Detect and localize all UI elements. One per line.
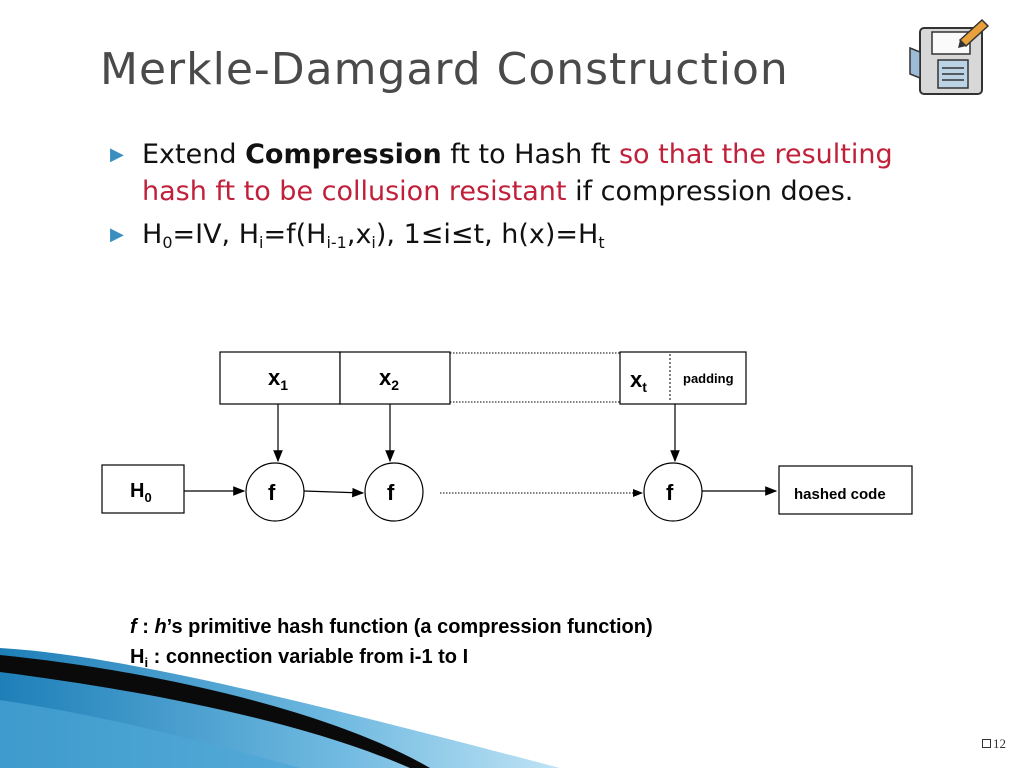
label-xt: xt bbox=[630, 367, 647, 395]
label-h0: H0 bbox=[130, 480, 152, 505]
formula-text: =IV, H bbox=[172, 219, 260, 250]
legend-line-1: f : h’s primitive hash function (a compr… bbox=[130, 612, 653, 642]
legend-f: f bbox=[130, 616, 137, 638]
bullet-arrow-icon: ▶ bbox=[110, 224, 124, 245]
bullet-list: ▶ Extend Compression ft to Hash ft so th… bbox=[110, 136, 910, 259]
label-f3: f bbox=[666, 480, 674, 505]
page-number-text: 12 bbox=[993, 736, 1006, 751]
bullet-item-1: ▶ Extend Compression ft to Hash ft so th… bbox=[110, 136, 910, 210]
arrow-f1-f2 bbox=[303, 487, 365, 498]
circle-f1 bbox=[245, 462, 305, 522]
page-number: 12 bbox=[982, 736, 1006, 752]
formula-sub: 0 bbox=[162, 233, 173, 252]
formula-sub: i bbox=[259, 233, 264, 252]
bullet-text: ft to Hash ft bbox=[441, 139, 619, 170]
legend-text: ’s primitive hash function (a compressio… bbox=[166, 616, 653, 638]
label-f2: f bbox=[387, 480, 395, 505]
bullet-bold-term: Compression bbox=[245, 139, 442, 170]
legend: f : h’s primitive hash function (a compr… bbox=[130, 612, 653, 672]
legend-text: : connection variable from i-1 to I bbox=[148, 646, 469, 668]
bullet-text: Extend bbox=[142, 139, 246, 170]
formula-sub: i-1 bbox=[326, 233, 347, 252]
label-padding: padding bbox=[683, 371, 734, 386]
formula-text: ), 1≤i≤t, h(x)=H bbox=[375, 219, 599, 250]
box-hashed-code bbox=[778, 465, 913, 515]
label-x2: x2 bbox=[379, 365, 399, 393]
bullet-arrow-icon: ▶ bbox=[110, 144, 124, 165]
bullet-highlight: so that the resulting hash ft to be coll… bbox=[142, 139, 893, 207]
block-xt bbox=[619, 351, 747, 405]
legend-sub: i bbox=[144, 655, 149, 670]
slide-title: Merkle-Damgard Construction bbox=[100, 44, 789, 95]
circle-f2 bbox=[364, 462, 424, 522]
legend-text: H bbox=[130, 646, 145, 668]
formula-sub: i bbox=[371, 233, 376, 252]
legend-text: : bbox=[136, 616, 155, 638]
label-hashed-code: hashed code bbox=[794, 486, 886, 503]
label-f1: f bbox=[268, 480, 276, 505]
square-bullet-icon bbox=[982, 739, 991, 748]
block-x1 bbox=[219, 351, 341, 405]
legend-line-2: Hi : connection variable from i-1 to I bbox=[130, 642, 653, 672]
circle-f3 bbox=[643, 462, 703, 522]
formula-text: ,x bbox=[346, 219, 372, 250]
legend-h: h bbox=[154, 616, 167, 638]
floppy-disk-clipart-icon bbox=[909, 18, 990, 95]
bullet-item-2: ▶ H0=IV, Hi=f(Hi-1,xi), 1≤i≤t, h(x)=Ht bbox=[110, 216, 910, 253]
formula-text: H bbox=[142, 219, 163, 250]
box-h0 bbox=[101, 464, 185, 514]
label-x1: x1 bbox=[268, 365, 288, 393]
formula-text: =f(H bbox=[263, 219, 327, 250]
formula-sub: t bbox=[598, 233, 605, 252]
block-x2 bbox=[339, 351, 451, 405]
bullet-text: if compression does. bbox=[566, 176, 854, 207]
